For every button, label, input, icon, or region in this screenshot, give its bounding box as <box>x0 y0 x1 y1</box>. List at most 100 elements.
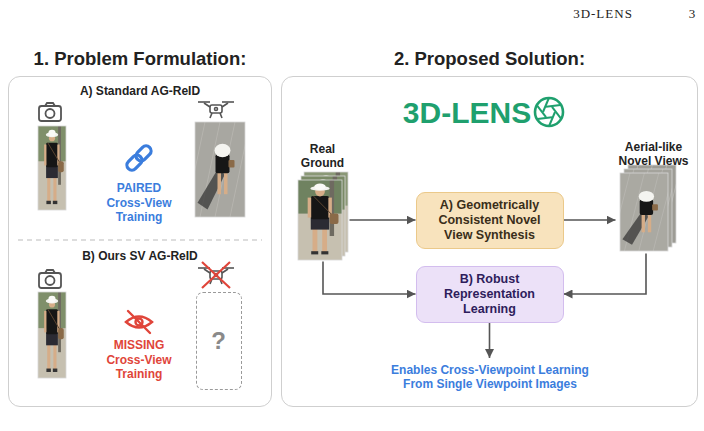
label-slot: A) Standard AG-ReID <box>40 84 240 98</box>
camera-top <box>45 270 55 273</box>
panel-title: 1. Problem Formulation: <box>9 46 271 72</box>
link-icon <box>125 144 153 172</box>
photo-ground <box>298 180 342 260</box>
aperture-icon <box>535 98 563 126</box>
eye-slash <box>128 311 150 333</box>
person-bag <box>652 204 658 210</box>
person-shoe <box>53 201 57 204</box>
label-slot: PAIRED <box>89 181 189 195</box>
photo-tree <box>58 126 61 185</box>
person-shoe <box>46 369 50 372</box>
person-shoe <box>53 369 57 372</box>
person-arm <box>308 198 312 218</box>
page-number: 3 <box>682 6 702 22</box>
flow-arrow <box>564 219 616 221</box>
person-arm <box>44 144 46 165</box>
photo-ground <box>38 126 66 210</box>
outcome-text: Enables Cross-Viewpoint Learning From Si… <box>383 363 598 391</box>
photo <box>38 126 66 210</box>
node-text: Aerial-like Novel Views <box>616 140 692 168</box>
camera-icon <box>39 103 61 121</box>
person-leg <box>313 228 318 252</box>
cross-mark <box>202 262 230 288</box>
label-slot: MISSING <box>89 338 189 352</box>
drone-icon <box>198 102 234 118</box>
photo-frame <box>298 180 342 260</box>
label-slot: 3 <box>682 6 702 22</box>
placeholder-box: ? <box>196 292 242 390</box>
image-stack: Aerial-like Novel Views <box>616 140 692 254</box>
process-box: A) Geometrically Consistent Novel View S… <box>416 192 564 249</box>
photo-frame <box>195 122 245 217</box>
node-text: B) Robust Representation Learning <box>424 272 556 317</box>
link-ring <box>125 153 144 172</box>
bag-strap <box>48 309 61 331</box>
running-header: 3D-LENS <box>558 6 648 22</box>
flow-arrow <box>350 219 416 221</box>
drone-rotor <box>198 101 210 103</box>
person-leg <box>53 344 56 370</box>
photo <box>620 173 668 251</box>
person-bag <box>330 214 339 224</box>
person-bag <box>58 161 64 172</box>
process-box: B) Robust Representation Learning <box>416 266 564 323</box>
photo-pavement <box>195 122 245 217</box>
person-torso <box>640 200 653 216</box>
camera-lens <box>46 276 55 285</box>
aperture-blade <box>546 105 561 107</box>
aperture-ring <box>535 98 563 126</box>
camera-top <box>45 103 55 106</box>
photo <box>195 122 245 217</box>
separator-line <box>18 239 262 240</box>
label-slot: Cross-View Training <box>99 353 179 381</box>
photo <box>38 292 66 378</box>
flow-arrow <box>564 254 647 295</box>
flow-arrow <box>323 262 416 295</box>
bag-strap <box>313 196 333 216</box>
eye-off-icon <box>126 311 152 333</box>
drone-leg <box>210 113 222 118</box>
person-hat <box>48 296 55 303</box>
aperture-blade <box>552 107 561 119</box>
photo-ground <box>38 292 66 378</box>
label-slot: 3D-LENS <box>558 6 648 22</box>
photo <box>298 180 342 260</box>
person-hat <box>314 184 325 190</box>
drone-body <box>210 105 222 113</box>
person-hat <box>639 191 654 202</box>
aperture-blade <box>549 112 555 125</box>
camera-lens <box>46 109 55 118</box>
photo-frame <box>38 292 66 378</box>
drone-rotor <box>222 101 234 103</box>
person-shoe <box>311 251 318 254</box>
status-word: MISSING <box>89 338 189 352</box>
outcome-arrow <box>489 323 491 359</box>
person-shoe <box>46 201 50 204</box>
node-text: Real Ground <box>296 142 350 170</box>
panel-title: 2. Proposed Solution: <box>282 46 697 72</box>
photo-frame <box>38 126 66 210</box>
case-heading: B) Ours SV AG-ReID <box>40 249 240 263</box>
person-hat <box>48 130 55 137</box>
person-leg <box>47 176 50 201</box>
person-torso <box>311 196 329 219</box>
status-text: Cross-View Training <box>99 353 179 381</box>
aperture-blade <box>543 99 549 112</box>
node-text: ? <box>211 327 226 355</box>
link-ring <box>134 144 153 163</box>
person-leg <box>47 344 50 370</box>
camera-body <box>39 273 61 288</box>
drone-camera <box>215 108 218 111</box>
aperture-blade <box>537 117 552 119</box>
label-slot: B) Ours SV AG-ReID <box>40 249 240 263</box>
person-bag <box>58 328 64 339</box>
person-torso <box>46 309 58 334</box>
label-slot: 3D-LENS <box>392 95 542 131</box>
status-text: Cross-View Training <box>99 196 179 224</box>
person-torso <box>216 154 230 173</box>
person-leg <box>53 176 56 201</box>
photo-frame <box>620 173 668 251</box>
person-torso <box>46 143 58 167</box>
drone-arm <box>204 269 228 273</box>
